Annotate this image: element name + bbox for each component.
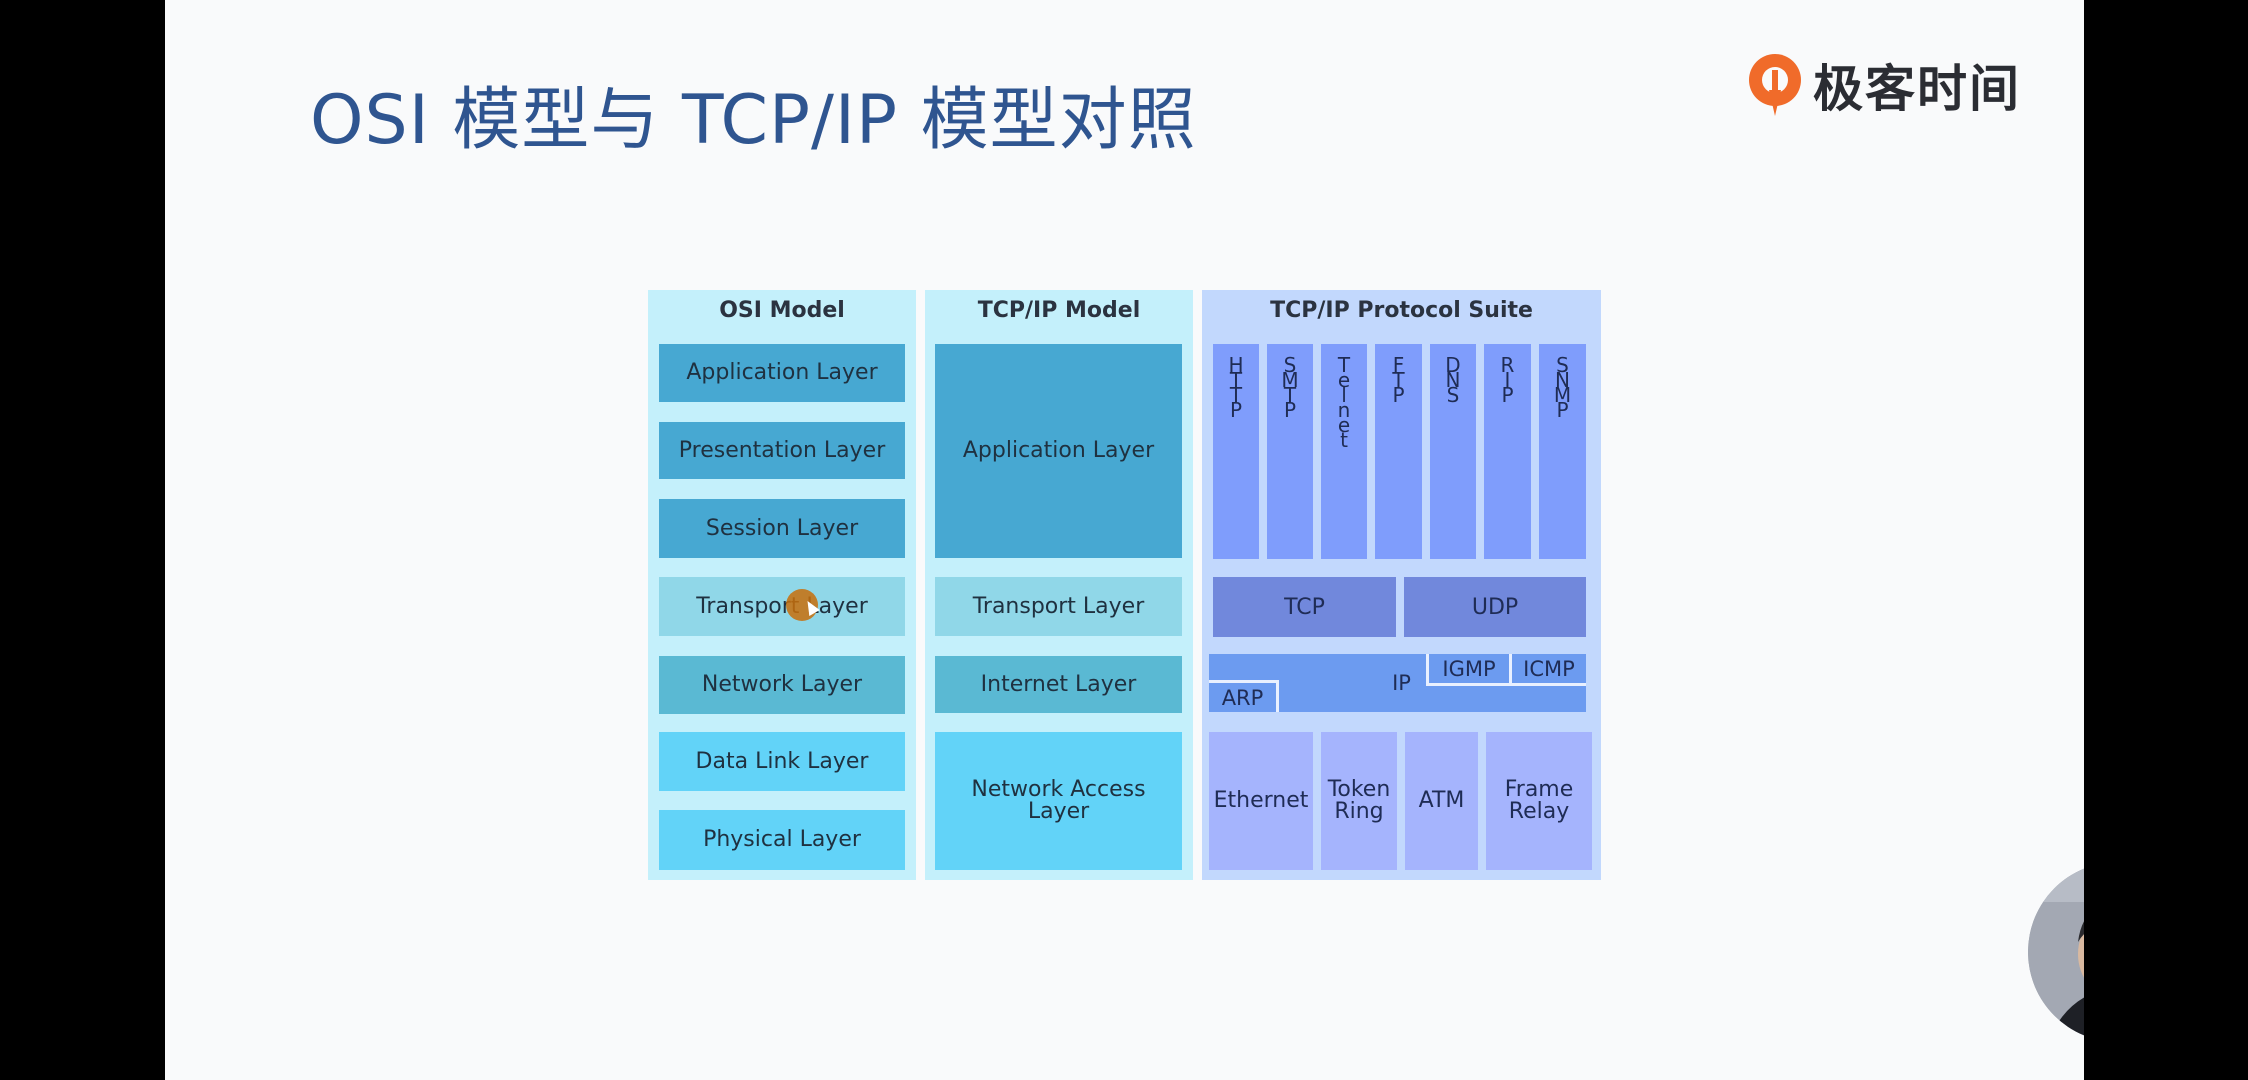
tcpip-internet-layer: Internet Layer	[935, 656, 1182, 713]
presenter-webcam	[2028, 862, 2084, 1042]
geektime-logo-icon	[1749, 54, 1801, 116]
osi-data-link-layer: Data Link Layer	[659, 732, 905, 791]
osi-session-layer: Session Layer	[659, 499, 905, 558]
osi-network-layer: Network Layer	[659, 656, 905, 714]
suite-heading: TCP/IP Protocol Suite	[1270, 298, 1533, 323]
protocol-icmp: ICMP	[1509, 654, 1586, 686]
brand-name: 极客时间	[1813, 60, 2021, 118]
link-atm: ATM	[1405, 732, 1478, 870]
osi-tcpip-diagram: OSI Model Application Layer Presentation…	[648, 290, 1601, 880]
brand-logo: 极客时间	[1745, 50, 2021, 120]
protocol-ip: IP	[1392, 671, 1411, 695]
link-frame-relay: Frame Relay	[1486, 732, 1592, 870]
link-ethernet: Ethernet	[1209, 732, 1313, 870]
osi-presentation-layer: Presentation Layer	[659, 422, 905, 479]
protocol-arp: ARP	[1209, 680, 1279, 712]
tcpip-model-column: TCP/IP Model Application Layer Transport…	[925, 290, 1193, 880]
tcpip-heading: TCP/IP Model	[977, 298, 1141, 323]
presenter-avatar-icon	[2028, 862, 2084, 1042]
tcpip-network-access-layer: Network Access Layer	[935, 732, 1182, 870]
osi-heading: OSI Model	[719, 298, 845, 323]
osi-application-layer: Application Layer	[659, 344, 905, 402]
osi-physical-layer: Physical Layer	[659, 810, 905, 870]
tcpip-application-layer: Application Layer	[935, 344, 1182, 558]
protocol-tcp: TCP	[1213, 577, 1396, 637]
protocol-udp: UDP	[1404, 577, 1586, 637]
slide: OSI 模型与 TCP/IP 模型对照 极客时间 OSI Model Appli…	[165, 0, 2084, 1080]
cursor-icon	[786, 589, 818, 621]
protocol-igmp: IGMP	[1426, 654, 1509, 686]
slide-title: OSI 模型与 TCP/IP 模型对照	[310, 81, 1197, 160]
osi-model-column: OSI Model Application Layer Presentation…	[648, 290, 916, 880]
link-token-ring: Token Ring	[1321, 732, 1397, 870]
osi-transport-layer: Transport Layer	[659, 577, 905, 636]
tcpip-transport-layer: Transport Layer	[935, 577, 1182, 636]
